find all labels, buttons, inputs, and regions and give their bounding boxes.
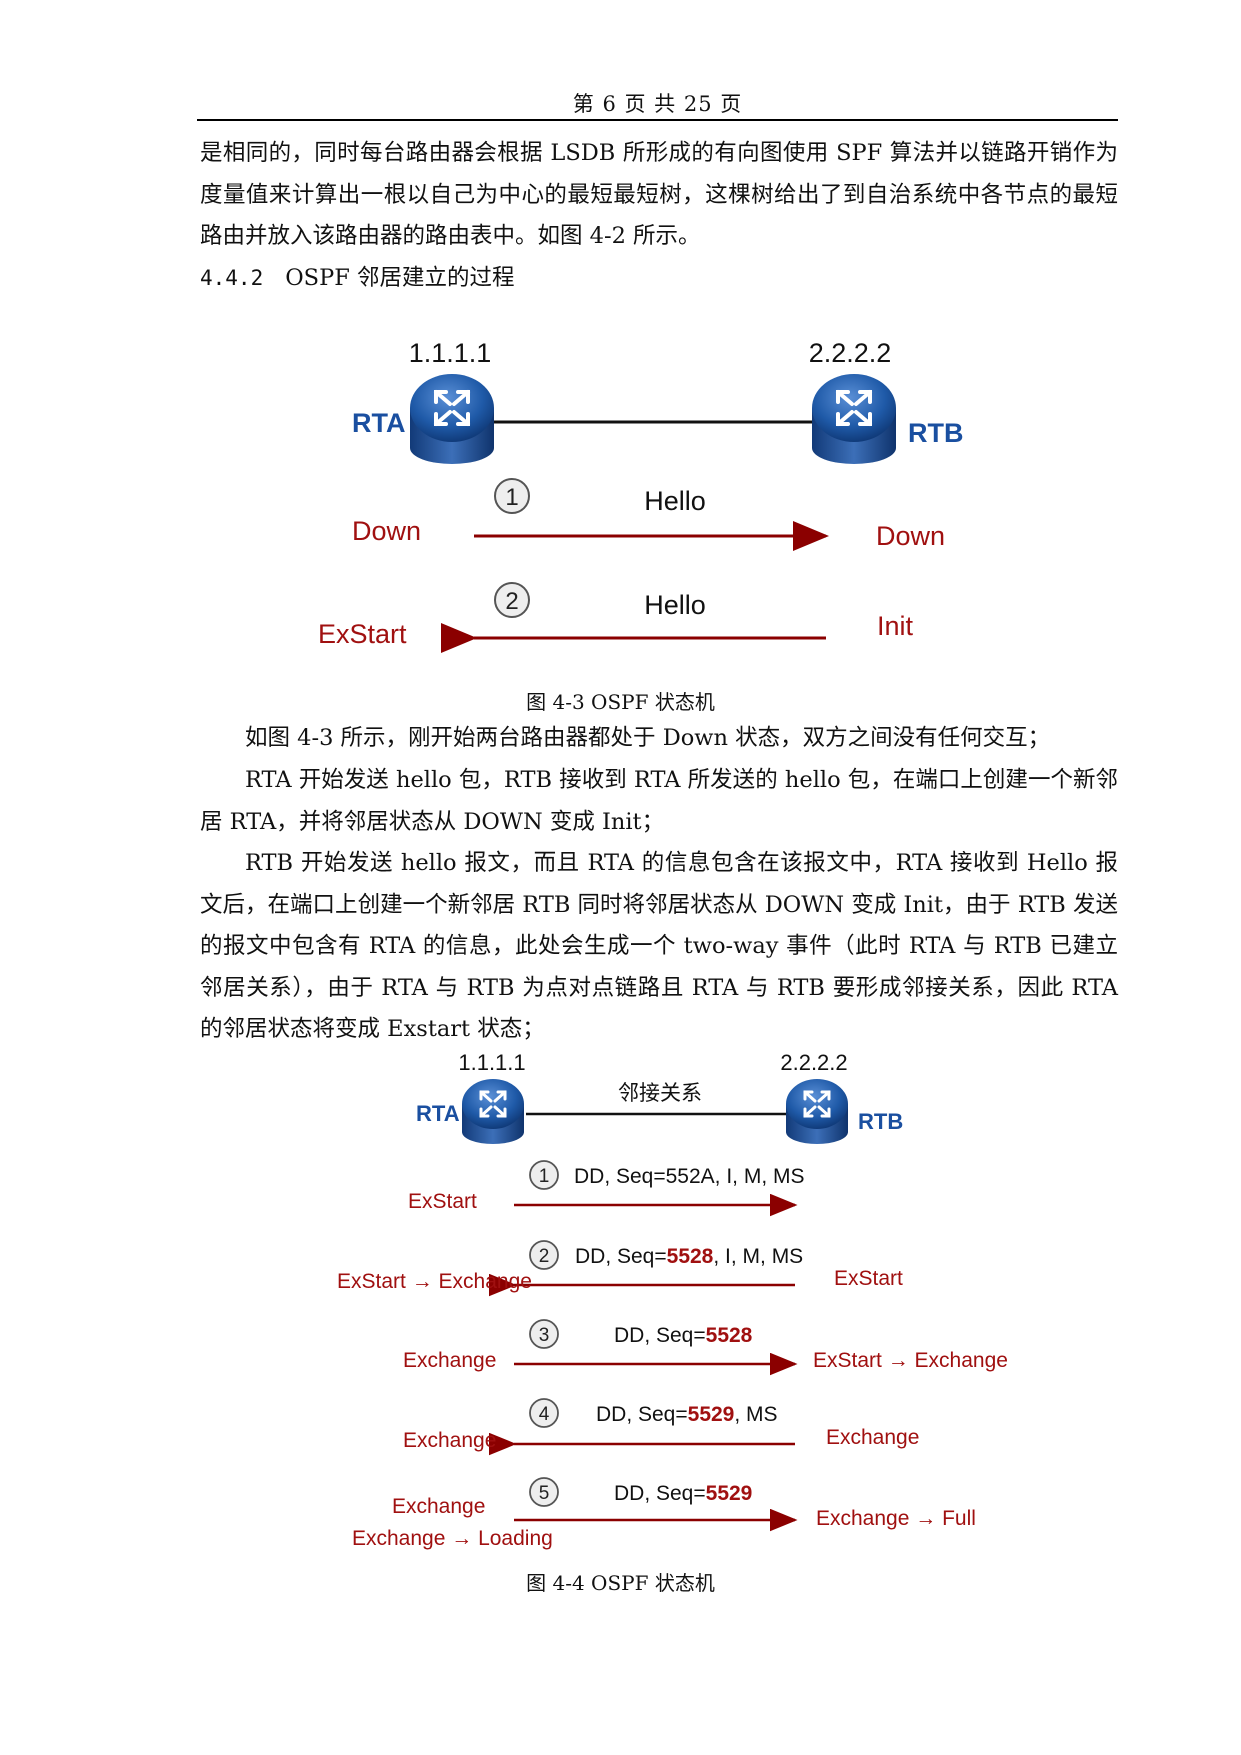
step-1-number: 1 [505,484,518,511]
step-1-badge [494,478,530,514]
section-heading: 4.4.2 OSPF 邻居建立的过程 [200,258,514,299]
section-number: 4.4.2 [200,266,264,290]
rtb-router-icon-small [786,1079,848,1144]
step-2-number: 2 [505,588,518,615]
dd-step-5-number: 5 [539,1483,550,1504]
rtb-label-4: RTB [858,1109,903,1134]
dd-step-4-left-state: Exchange [403,1429,496,1452]
dd-step-2-left-state: ExStart → Exchange [337,1270,532,1293]
dd-step-2-right-state: ExStart [834,1267,903,1290]
rta-ip-label-4: 1.1.1.1 [458,1050,525,1075]
section-title: OSPF 邻居建立的过程 [285,265,515,291]
step-2-badge [494,582,530,618]
dd-step-3-left-state: Exchange [403,1349,496,1372]
step-2-right-state: Init [877,611,914,641]
dd-step-5-left-state: Exchange [392,1495,485,1518]
rta-label: RTA [352,408,406,438]
step-1-left-state: Down [352,516,421,546]
dd-step-4-number: 4 [539,1404,550,1425]
adjacency-label: 邻接关系 [618,1082,702,1105]
dd-step-5-left-state-2: Exchange → Loading [352,1527,553,1550]
figure-4-3-caption: 图 4-3 OSPF 状态机 [526,690,715,714]
dd-step-1-left-state: ExStart [408,1190,477,1213]
rtb-router-icon [812,374,896,464]
rta-router-icon-small [462,1079,524,1144]
rtb-ip-label-4: 2.2.2.2 [780,1050,847,1075]
step-1-message: Hello [644,486,706,516]
figure-4-4-caption: 图 4-4 OSPF 状态机 [526,1571,715,1595]
rta-router-icon [410,374,494,464]
dd-step-5-right-state: Exchange → Full [816,1507,976,1530]
dd-step-3-number: 3 [539,1325,550,1346]
dd-step-3-right-state: ExStart → Exchange [813,1349,1008,1372]
dd-step-4-right-state: Exchange [826,1426,919,1449]
dd-step-5-badge [529,1477,559,1507]
step-1-right-state: Down [876,521,945,551]
paragraph-spf: 是相同的，同时每台路由器会根据 LSDB 所形成的有向图使用 SPF 算法并以链… [200,140,1118,249]
step-2-left-state: ExStart [318,619,407,649]
dd-step-4-badge [529,1398,559,1428]
rta-label-4: RTA [416,1101,460,1126]
dd-step-3-message: DD, Seq=5528 [614,1324,753,1347]
paragraph-rtb-hello: RTB 开始发送 hello 报文，而且 RTA 的信息包含在该报文中，RTA … [200,850,1118,1042]
dd-step-2-number: 2 [539,1246,550,1267]
dd-step-5-message: DD, Seq=5529 [614,1482,752,1505]
figure-4-4-diagram: 邻接关系 1.1.1.1 2.2.2.2 RTA RTB 1 DD, Seq=5… [337,1050,1008,1550]
dd-step-3-badge [529,1319,559,1349]
rta-ip-label: 1.1.1.1 [409,338,492,368]
dd-step-1-message: DD, Seq=552A, I, M, MS [574,1165,805,1188]
paragraph-rta-hello: RTA 开始发送 hello 包，RTB 接收到 RTA 所发送的 hello … [200,767,1118,835]
header-rule [197,119,1118,121]
rtb-label: RTB [908,418,964,448]
dd-step-2-badge [529,1240,559,1270]
dd-step-1-badge [529,1160,559,1190]
dd-step-4-message: DD, Seq=5529, MS [596,1403,778,1426]
figure-4-3-diagram: 1.1.1.1 2.2.2.2 RTA RTB 1 Hello Down Dow… [318,338,964,653]
dd-step-1-number: 1 [539,1166,550,1187]
dd-step-2-message: DD, Seq=5528, I, M, MS [575,1245,803,1268]
page-number-header: 第 6 页 共 25 页 [572,92,743,116]
step-2-message: Hello [644,590,706,620]
rtb-ip-label: 2.2.2.2 [809,338,892,368]
paragraph-down-state: 如图 4-3 所示，刚开始两台路由器都处于 Down 状态，双方之间没有任何交互… [245,725,1051,751]
